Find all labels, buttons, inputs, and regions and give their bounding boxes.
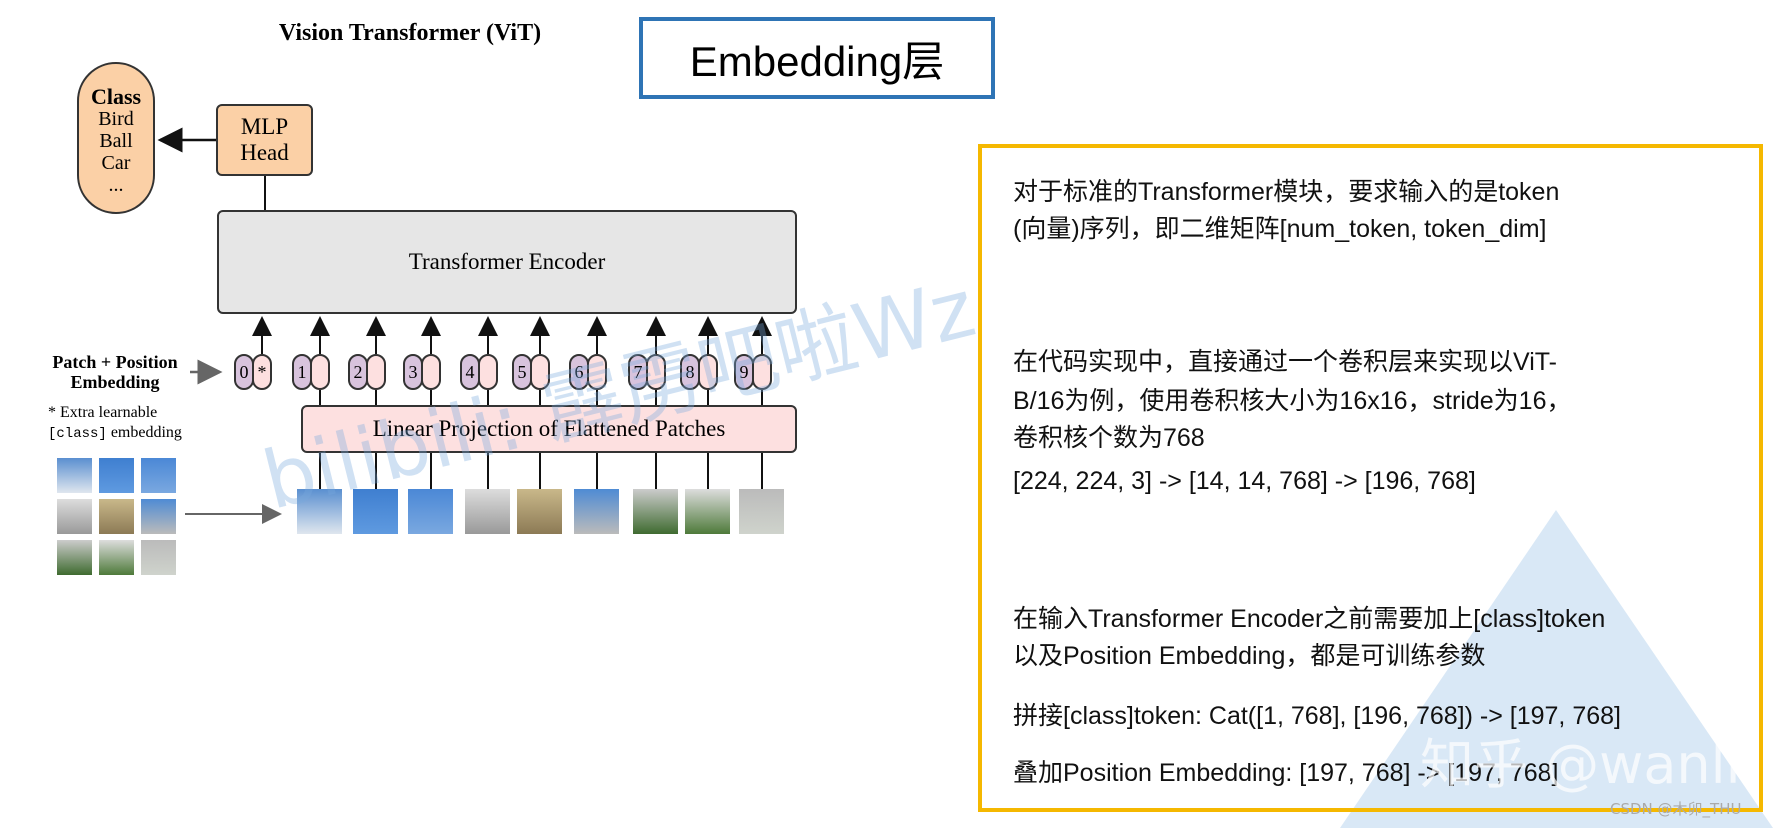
label-line: Patch + Position: [52, 352, 178, 372]
patch-embedding-token: [752, 354, 772, 390]
grid-patch: [99, 458, 134, 493]
diagram-connectors: [157, 127, 772, 524]
grid-patch: [57, 499, 92, 534]
grid-patch: [99, 540, 134, 575]
grid-patch: [141, 499, 176, 534]
position-embedding-token: 1: [292, 354, 312, 390]
image-patch: [353, 489, 398, 534]
mlp-head-box: MLP Head: [216, 104, 313, 176]
class-item: Car: [101, 152, 131, 174]
position-embedding-token: 0: [234, 354, 254, 390]
note-suffix: embedding: [106, 424, 182, 441]
grid-patch: [99, 499, 134, 534]
extra-class-note: * Extra learnable [class] embedding: [48, 403, 182, 444]
grid-patch: [141, 540, 176, 575]
text-line: 在输入Transformer Encoder之前需要加上[class]token: [1013, 605, 1606, 633]
note-line: * Extra learnable: [48, 404, 158, 421]
mlp-label: MLP: [240, 114, 289, 139]
patch-embedding-token: [698, 354, 718, 390]
text-line: (向量)序列，即二维矩阵[num_token, token_dim]: [1013, 215, 1547, 243]
transformer-encoder-box: Transformer Encoder: [217, 210, 797, 314]
patch-embedding-token: [587, 354, 607, 390]
text-line: 以及Position Embedding，都是可训练参数: [1013, 642, 1486, 670]
patch-embedding-token: [530, 354, 550, 390]
image-patch: [297, 489, 342, 534]
watermark-csdn: CSDN @木卯_THU: [1610, 800, 1742, 818]
patch-embedding-token: [478, 354, 498, 390]
text-line: 叠加Position Embedding: [197, 768] -> [197…: [1013, 759, 1559, 787]
patch-embedding-token: [421, 354, 441, 390]
class-item: Ball: [99, 130, 133, 152]
linear-projection-box: Linear Projection of Flattened Patches: [301, 405, 797, 453]
image-patch: [739, 489, 784, 534]
explanation-panel: [978, 144, 1763, 812]
class-item: Bird: [98, 108, 134, 130]
text-line: 在代码实现中，直接通过一个卷积层来实现以ViT-: [1013, 348, 1557, 376]
image-patch: [574, 489, 619, 534]
position-embedding-token: 6: [569, 354, 589, 390]
text-line: 拼接[class]token: Cat([1, 768], [196, 768]…: [1013, 702, 1621, 730]
note-mono: [class]: [48, 426, 107, 442]
image-patch: [685, 489, 730, 534]
watermark-zhihu: 知乎 @wanli: [1420, 733, 1741, 796]
image-patch: [633, 489, 678, 534]
patch-position-label: Patch + Position Embedding: [30, 352, 200, 392]
image-patch: [517, 489, 562, 534]
patch-embedding-token: *: [252, 354, 272, 390]
text-line: 对于标准的Transformer模块，要求输入的是token: [1013, 178, 1560, 206]
slide-heading: Embedding层: [639, 17, 995, 99]
text-line: [224, 224, 3] -> [14, 14, 768] -> [196, …: [1013, 467, 1476, 495]
grid-patch: [141, 458, 176, 493]
position-embedding-token: 2: [348, 354, 368, 390]
watermark-triangle: [1340, 510, 1773, 828]
class-item: ...: [108, 174, 124, 196]
grid-patch: [57, 458, 92, 493]
text-line: B/16为例，使用卷积核大小为16x16，stride为16，: [1013, 387, 1572, 415]
patch-embedding-token: [366, 354, 386, 390]
diagram-title: Vision Transformer (ViT): [278, 20, 542, 46]
image-patch: [408, 489, 453, 534]
class-title: Class: [90, 84, 142, 109]
label-line: Embedding: [70, 372, 160, 392]
patch-embedding-token: [646, 354, 666, 390]
patch-embedding-token: [310, 354, 330, 390]
class-output-box: Class Bird Ball Car ...: [77, 62, 155, 214]
head-label: Head: [240, 140, 289, 165]
grid-patch: [57, 540, 92, 575]
image-patch: [465, 489, 510, 534]
text-line: 卷积核个数为768: [1013, 424, 1205, 452]
